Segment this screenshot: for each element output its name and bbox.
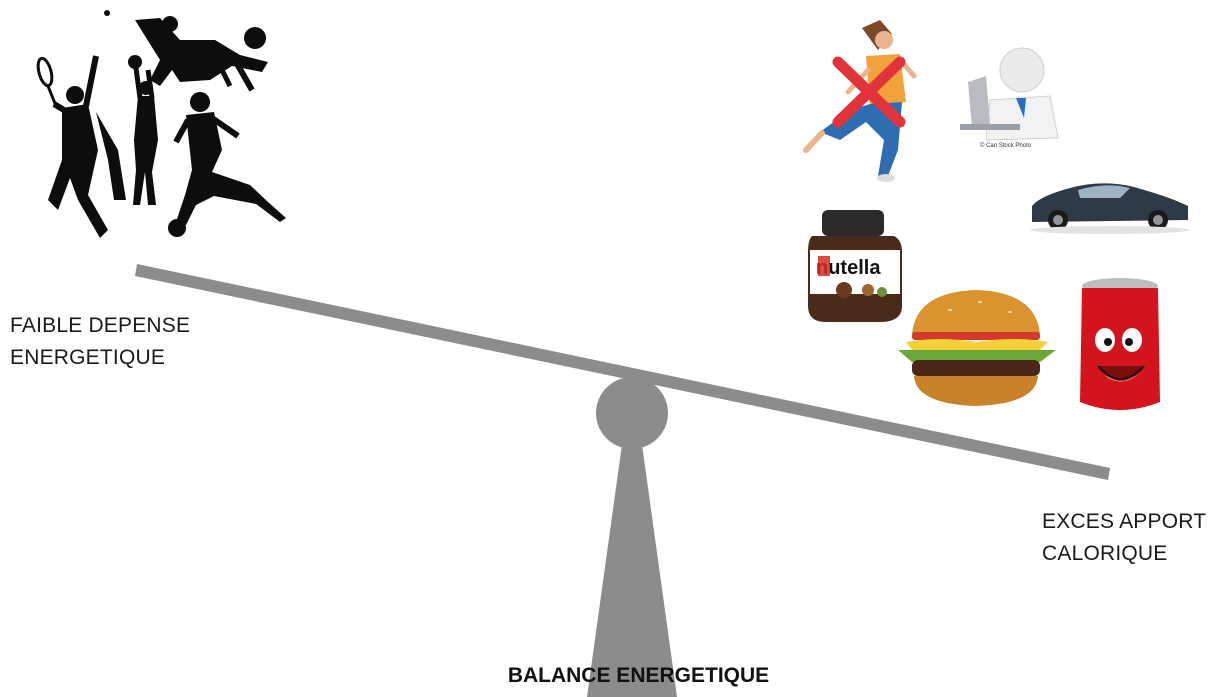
athletes-silhouette-image [36, 10, 286, 238]
caloric-excess-line-2: CALORIQUE [1042, 538, 1206, 570]
bicycle-kick-player-icon [135, 16, 268, 90]
low-expenditure-line-2: ENERGETIQUE [10, 342, 190, 374]
sports-car-image [1030, 183, 1190, 234]
nutella-jar-image: nutella [808, 210, 902, 322]
hamburger-image [898, 290, 1056, 406]
scale-stand [587, 430, 677, 697]
soda-can-image [1080, 278, 1160, 410]
low-expenditure-label: FAIBLE DEPENSE ENERGETIQUE [10, 310, 190, 374]
scale-pivot [596, 377, 668, 449]
caloric-excess-label: EXCES APPORT CALORIQUE [1042, 506, 1206, 570]
crossed-out-runner-image [806, 20, 914, 182]
stock-photo-credit: © Can Stock Photo [980, 142, 1032, 149]
diagram-caption: BALANCE ENERGETIQUE [0, 664, 1217, 688]
office-worker-computer-image: © Can Stock Photo [960, 48, 1058, 149]
soccer-player-icon [168, 92, 286, 237]
tennis-player-icon [36, 56, 126, 238]
caloric-excess-line-1: EXCES APPORT [1042, 506, 1206, 538]
low-expenditure-line-1: FAIBLE DEPENSE [10, 310, 190, 342]
